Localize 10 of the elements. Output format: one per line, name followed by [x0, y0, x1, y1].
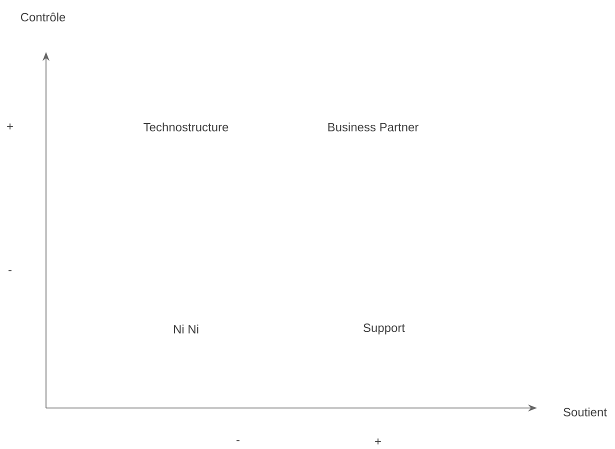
quadrant-label: Business Partner [328, 122, 418, 132]
axis-label: Soutient [564, 408, 607, 416]
scale-sign: - [8, 270, 12, 272]
scale-sign: + [7, 124, 13, 130]
quadrant-label: Ni Ni [174, 324, 198, 334]
quadrant-label: Technostructure [144, 122, 228, 132]
scale-sign: - [236, 440, 240, 442]
scale-sign: + [375, 438, 381, 444]
quadrant-label: Support [364, 324, 405, 334]
axis-label: Contrôle [20, 12, 66, 22]
